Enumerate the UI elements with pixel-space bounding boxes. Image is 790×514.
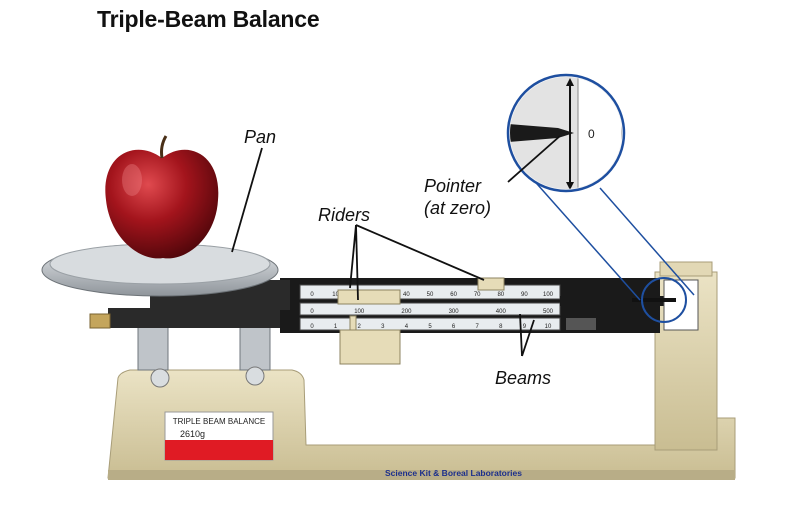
beam-top-tick-label: 0 <box>310 292 314 298</box>
rider-bottom <box>349 315 357 331</box>
rider-top <box>477 277 505 291</box>
plate-capacity: 2610g <box>180 429 205 439</box>
label-pointer: Pointer (at zero) <box>424 175 491 219</box>
beam-bottom-tick-label: 6 <box>452 324 456 330</box>
beam-bottom-tick-label: 8 <box>499 324 503 330</box>
beam-top-tick-label: 60 <box>450 292 457 298</box>
label-pointer-line2: (at zero) <box>424 198 492 218</box>
riders <box>337 277 505 365</box>
diagram-title: Triple-Beam Balance <box>97 6 320 32</box>
beam-bottom-tick-label: 1 <box>334 324 338 330</box>
beam-bottom-tick-label: 7 <box>476 324 480 330</box>
beam-bottom-tick-label: 10 <box>545 324 552 330</box>
apple <box>105 135 219 259</box>
plate-title: TRIPLE BEAM BALANCE <box>173 417 265 426</box>
rider-middle <box>337 289 401 305</box>
rider-hanger <box>339 329 401 365</box>
beam-assembly: 0102030405060708090100010020030040050001… <box>280 278 668 333</box>
beam-top-tick-label: 100 <box>543 292 554 298</box>
beam-middle-tick-label: 0 <box>310 309 314 315</box>
label-pointer-line1: Pointer <box>424 176 482 196</box>
label-beams: Beams <box>495 368 552 388</box>
beam-bottom-tick-label: 9 <box>523 324 527 330</box>
label-riders: Riders <box>318 205 371 225</box>
beam-middle <box>299 302 561 316</box>
beam-middle-tick-label: 500 <box>543 309 554 315</box>
base-label-plate: TRIPLE BEAM BALANCE 2610g Science Kit & … <box>164 411 522 478</box>
beam-bottom-tick-label: 0 <box>310 324 314 330</box>
pan <box>41 243 290 310</box>
brand-text: Science Kit & Boreal Laboratories <box>385 468 522 478</box>
beam-bottom <box>299 317 561 331</box>
inset-zero-mark: 0 <box>588 127 595 141</box>
beam-top-tick-label: 50 <box>427 292 434 298</box>
beam-middle-tick-label: 100 <box>354 309 365 315</box>
beam-top-tick-label: 70 <box>474 292 481 298</box>
beam-middle-tick-label: 400 <box>496 309 507 315</box>
leader-lines <box>231 135 561 357</box>
beam-top-tick-label: 90 <box>521 292 528 298</box>
beam-bottom-tick-label: 3 <box>381 324 385 330</box>
beam-bottom-tick-label: 5 <box>428 324 432 330</box>
pan-supports <box>89 308 298 388</box>
beam-top-tick-label: 40 <box>403 292 410 298</box>
label-pan: Pan <box>244 127 277 147</box>
beam-top-tick-label: 10 <box>332 292 339 298</box>
beam-middle-tick-label: 300 <box>449 309 460 315</box>
beam-top-tick-label: 80 <box>497 292 504 298</box>
beam-bottom-tick-label: 4 <box>405 324 409 330</box>
beam-bottom-tick-label: 2 <box>358 324 362 330</box>
beam-middle-tick-label: 200 <box>401 309 412 315</box>
